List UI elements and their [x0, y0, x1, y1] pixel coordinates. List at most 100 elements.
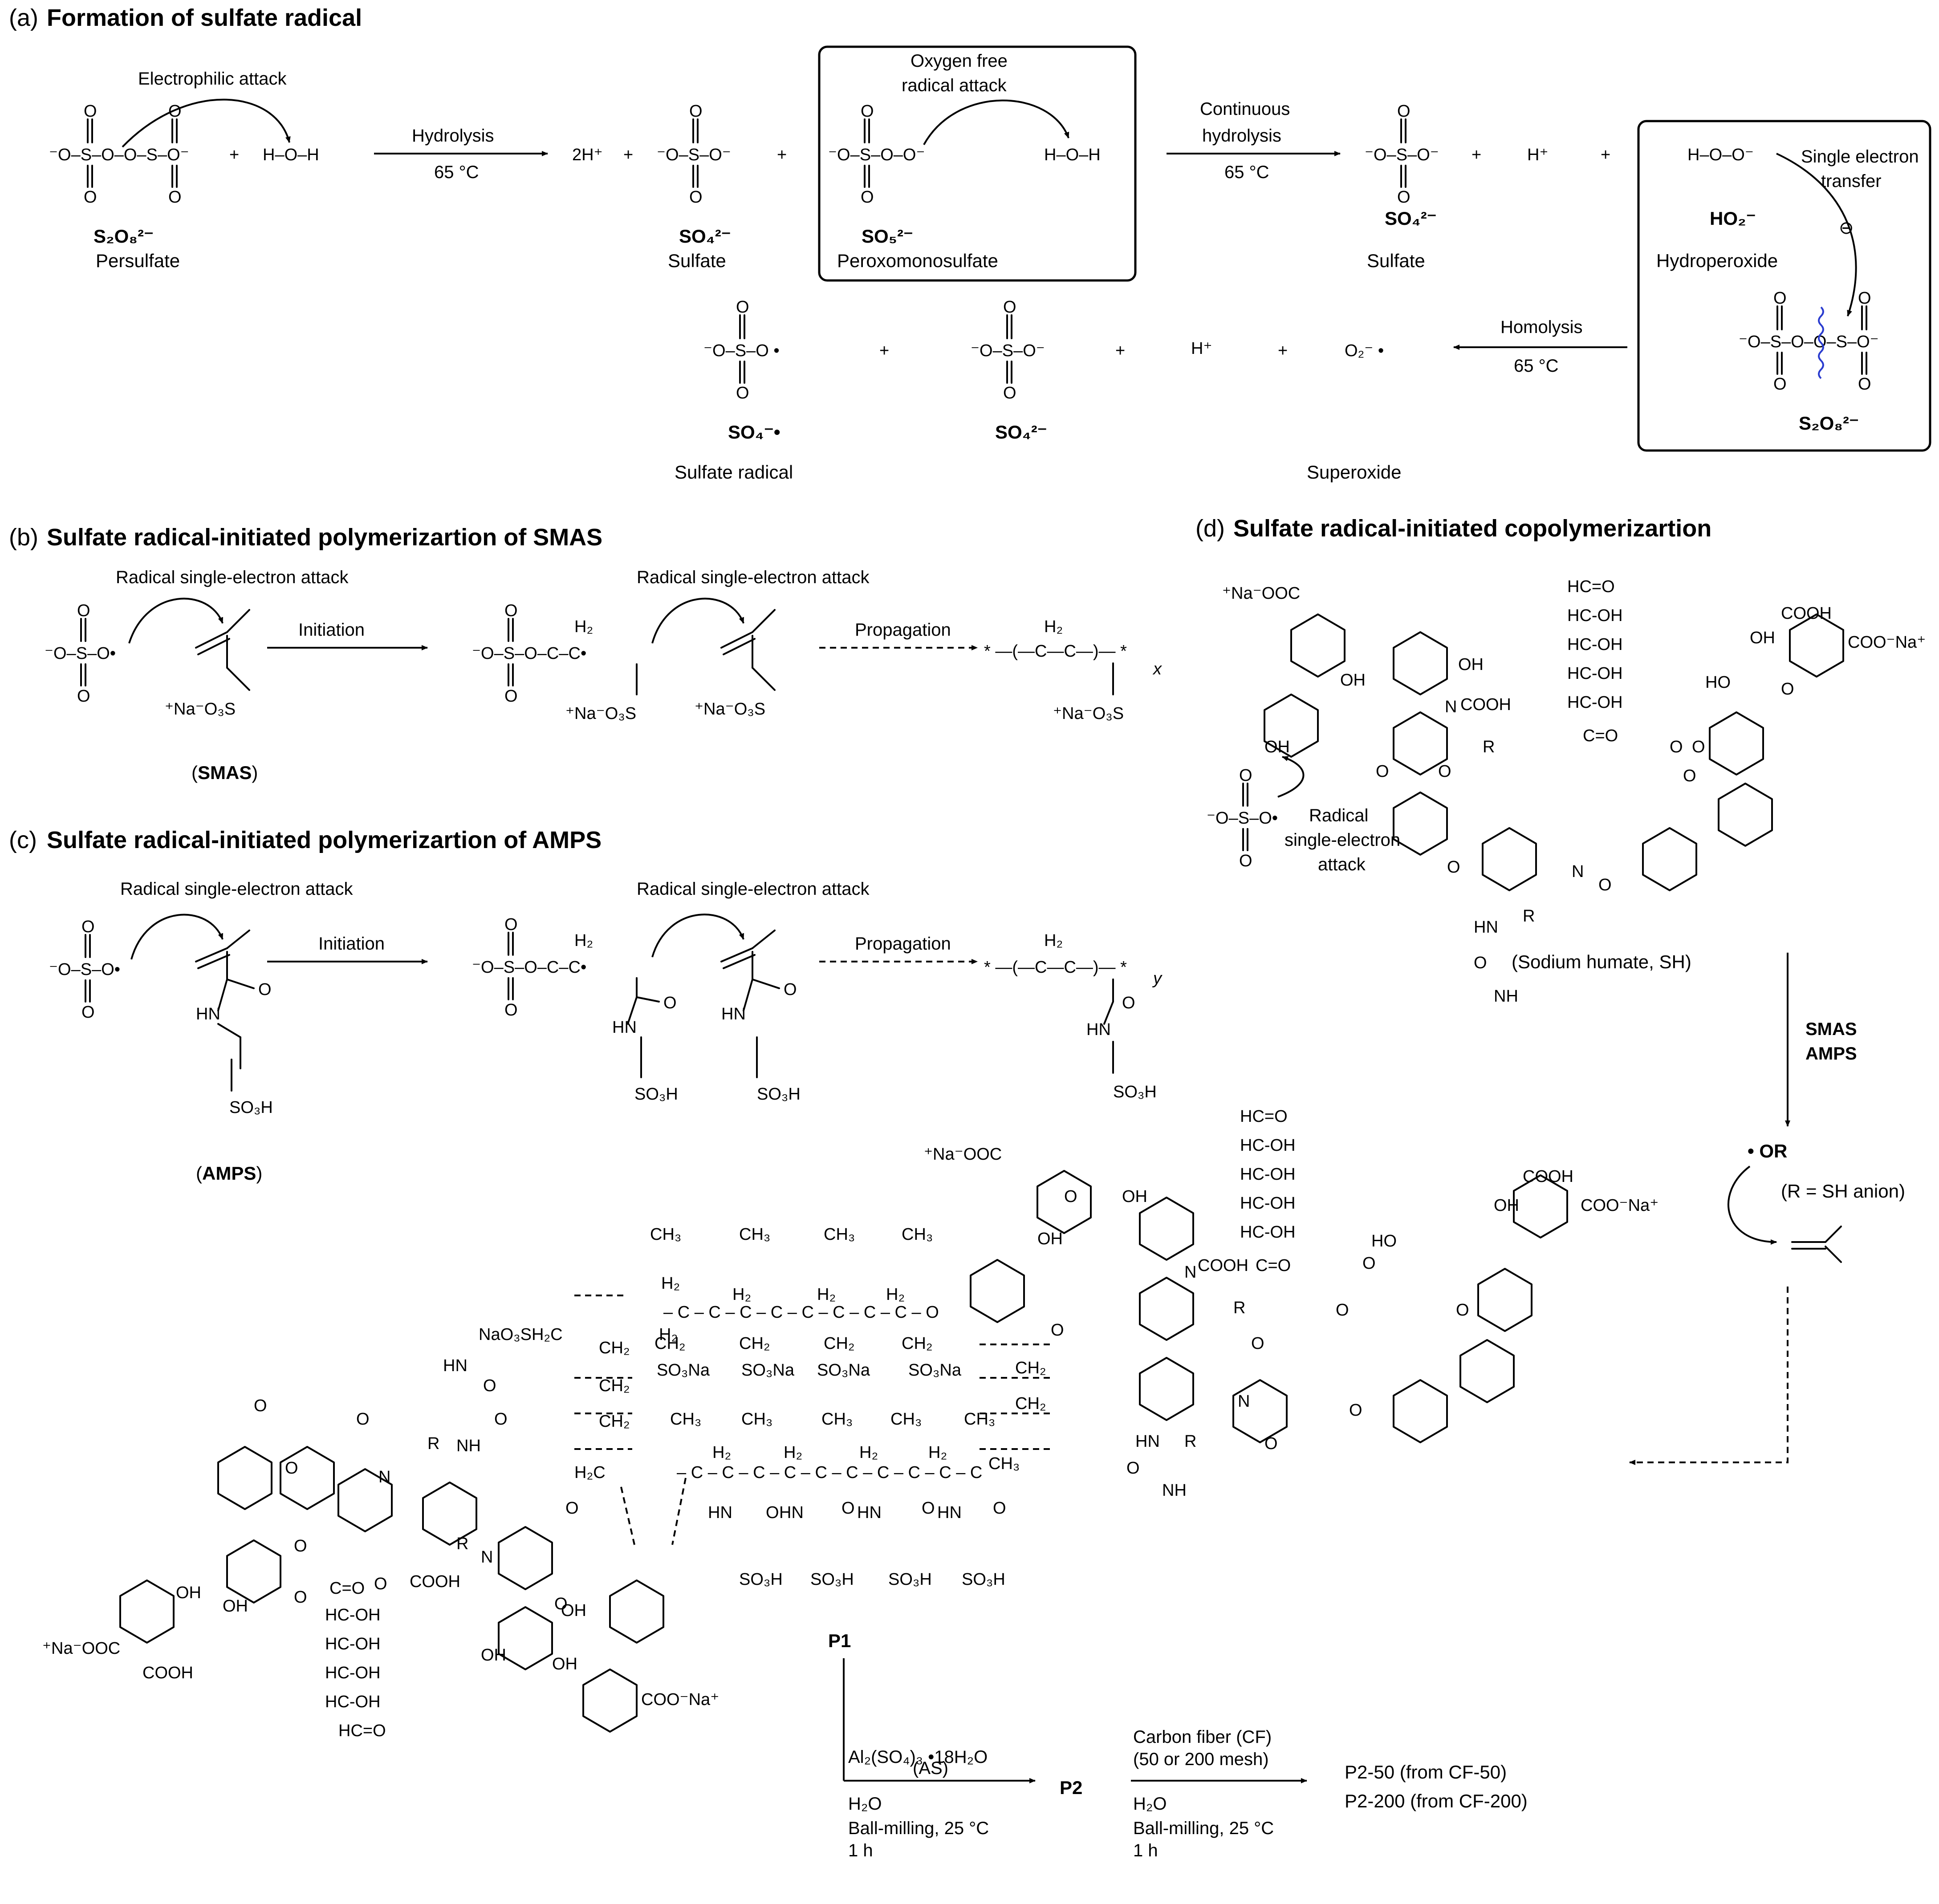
reagent-as: Al₂(SO₄)₃ •18H₂O	[848, 1747, 988, 1767]
svg-text:CH₃: CH₃	[824, 1225, 855, 1244]
svg-text:HO: HO	[1705, 673, 1731, 692]
svg-text:⁺Na⁻OOC: ⁺Na⁻OOC	[924, 1145, 1002, 1164]
svg-text:HN: HN	[612, 1018, 637, 1037]
electrophilic-label: Electrophilic attack	[138, 69, 287, 89]
svg-text:O: O	[494, 1410, 508, 1429]
svg-text:N: N	[1572, 862, 1584, 881]
smas-name: (SMAS)	[191, 762, 258, 783]
svg-text:OH: OH	[1037, 1230, 1063, 1248]
svg-text:HN: HN	[721, 1005, 746, 1023]
r-definition: (R = SH anion)	[1781, 1181, 1905, 1202]
svg-text:⁻O–S–O•: ⁻O–S–O•	[49, 960, 120, 979]
p2-label: P2	[1060, 1777, 1082, 1798]
section-a-letter: (a)	[9, 4, 38, 31]
superoxide-structure: O₂⁻ •	[1345, 341, 1384, 360]
svg-text:CH₃: CH₃	[964, 1410, 995, 1429]
svg-text:OH: OH	[1494, 1196, 1519, 1215]
svg-text:OH: OH	[223, 1597, 248, 1616]
svg-text:⁻O–S–O–C–C•: ⁻O–S–O–C–C•	[472, 958, 586, 977]
smas-initiation-label: Initiation	[298, 620, 365, 640]
section-b-letter: (b)	[9, 524, 38, 551]
svg-text:COOH: COOH	[1781, 604, 1832, 623]
svg-text:* —(—C—C—)— *: * —(—C—C—)— *	[984, 642, 1127, 661]
sulfate-radical-d: ⁻O–S–O• O O	[1207, 766, 1278, 870]
sodium-humate-structure: ⁺Na⁻OOC OH OH OH COOH R O O N HC=O HC-OH…	[1222, 577, 1926, 1006]
svg-text:CH₂: CH₂	[599, 1339, 630, 1357]
svg-text:SO₃H: SO₃H	[634, 1085, 678, 1104]
svg-text:O: O	[84, 188, 97, 207]
svg-text:O: O	[294, 1537, 307, 1555]
sulfate-structure-1: ⁻O–S–O⁻ O O	[657, 102, 731, 207]
svg-text:H₂: H₂	[859, 1443, 878, 1462]
svg-text:R: R	[456, 1535, 468, 1553]
svg-text:O: O	[993, 1499, 1006, 1518]
single-electron-2: transfer	[1821, 171, 1882, 191]
svg-text:O: O	[1003, 384, 1016, 402]
svg-text:+: +	[1472, 146, 1481, 164]
svg-text:O: O	[554, 1595, 568, 1613]
persulfate-structure-2: ⁻O–S–O–O–S–O⁻ O O O O	[1739, 289, 1879, 394]
svg-text:HC-OH: HC-OH	[325, 1693, 381, 1711]
svg-text:C=O: C=O	[1256, 1256, 1291, 1275]
svg-text:O: O	[1003, 298, 1016, 317]
section-a-title: Formation of sulfate radical	[47, 4, 362, 31]
svg-text:⁺Na⁻OOC: ⁺Na⁻OOC	[1222, 584, 1300, 603]
section-c-title: Sulfate radical-initiated polymerizartio…	[47, 827, 602, 853]
sulfate-structure-2: ⁻O–S–O⁻ O O	[1365, 102, 1439, 207]
svg-text:O: O	[861, 102, 874, 121]
svg-text:H₂: H₂	[659, 1325, 678, 1344]
svg-text:COOH: COOH	[1198, 1256, 1248, 1275]
svg-text:COO⁻Na⁺: COO⁻Na⁺	[1848, 633, 1926, 652]
hydroperoxide-name: Hydroperoxide	[1656, 250, 1778, 271]
product-p2-200: P2-200 (from CF-200)	[1345, 1790, 1528, 1811]
amps-name: (AMPS)	[196, 1163, 262, 1184]
humate-attack-arrow	[1277, 756, 1305, 798]
smas-group: ⁺Na⁻O₃S	[165, 700, 236, 719]
svg-text:O: O	[483, 1376, 496, 1395]
svg-text:O: O	[1456, 1301, 1469, 1319]
svg-text:O: O	[784, 980, 797, 999]
svg-text:⁻O–S–O •: ⁻O–S–O •	[703, 341, 780, 360]
svg-text:HN: HN	[1086, 1020, 1111, 1039]
svg-text:⁺Na⁻O₃S: ⁺Na⁻O₃S	[1053, 704, 1124, 723]
svg-text:CH₃: CH₃	[650, 1225, 681, 1244]
svg-text:O: O	[168, 188, 182, 207]
hydroperoxide-formula: HO₂⁻	[1710, 208, 1756, 229]
svg-text:O: O	[84, 102, 97, 121]
svg-text:COO⁻Na⁺: COO⁻Na⁺	[1581, 1196, 1659, 1215]
svg-text:N: N	[1445, 698, 1457, 716]
superoxide-name: Superoxide	[1307, 462, 1401, 483]
amps-attack-label-2: Radical single-electron attack	[637, 879, 870, 899]
svg-text:HC-OH: HC-OH	[1567, 635, 1623, 654]
svg-text:CH₂: CH₂	[902, 1334, 933, 1353]
svg-text:NH: NH	[1494, 987, 1518, 1006]
svg-text:HN: HN	[196, 1005, 220, 1023]
svg-text:CH₃: CH₃	[902, 1225, 933, 1244]
svg-text:H₂: H₂	[661, 1274, 680, 1293]
svg-text:O: O	[841, 1499, 855, 1518]
svg-text:SO₃Na: SO₃Na	[657, 1361, 710, 1380]
svg-text:O: O	[1239, 852, 1252, 870]
to-p1-arrow	[1629, 1287, 1789, 1465]
svg-text:⁻O–S–O•: ⁻O–S–O•	[45, 644, 116, 663]
svg-text:H₂: H₂	[1044, 617, 1063, 636]
single-electron-1: Single electron	[1801, 147, 1919, 166]
reagent-cf-mesh: (50 or 200 mesh)	[1133, 1750, 1269, 1769]
svg-text:HC-OH: HC-OH	[1567, 606, 1623, 625]
humate-attack-1: Radical	[1309, 806, 1368, 825]
svg-text:SO₃H: SO₃H	[229, 1098, 273, 1117]
svg-text:O: O	[1064, 1187, 1077, 1206]
svg-text:R: R	[1523, 907, 1535, 926]
svg-text:O: O	[766, 1503, 779, 1522]
p1-copolymer: ⁺Na⁻OOC OH OH COOH R N O O HC=O HC-OH HC…	[42, 1107, 1659, 1740]
svg-text:COOH: COOH	[142, 1664, 193, 1682]
svg-text:CH₃: CH₃	[821, 1410, 853, 1429]
svg-text:CH₂: CH₂	[1015, 1394, 1046, 1413]
sulfate-name-1: Sulfate	[668, 250, 726, 271]
peroxomonosulfate-structure: ⁻O–S–O–O⁻ O O	[828, 102, 925, 207]
svg-text:O: O	[1349, 1401, 1362, 1420]
svg-text:O: O	[922, 1499, 935, 1518]
persulfate-formula: S₂O₈²⁻	[93, 226, 154, 247]
smas-attack-label: Radical single-electron attack	[116, 568, 349, 587]
svg-text:COOH: COOH	[410, 1572, 460, 1591]
